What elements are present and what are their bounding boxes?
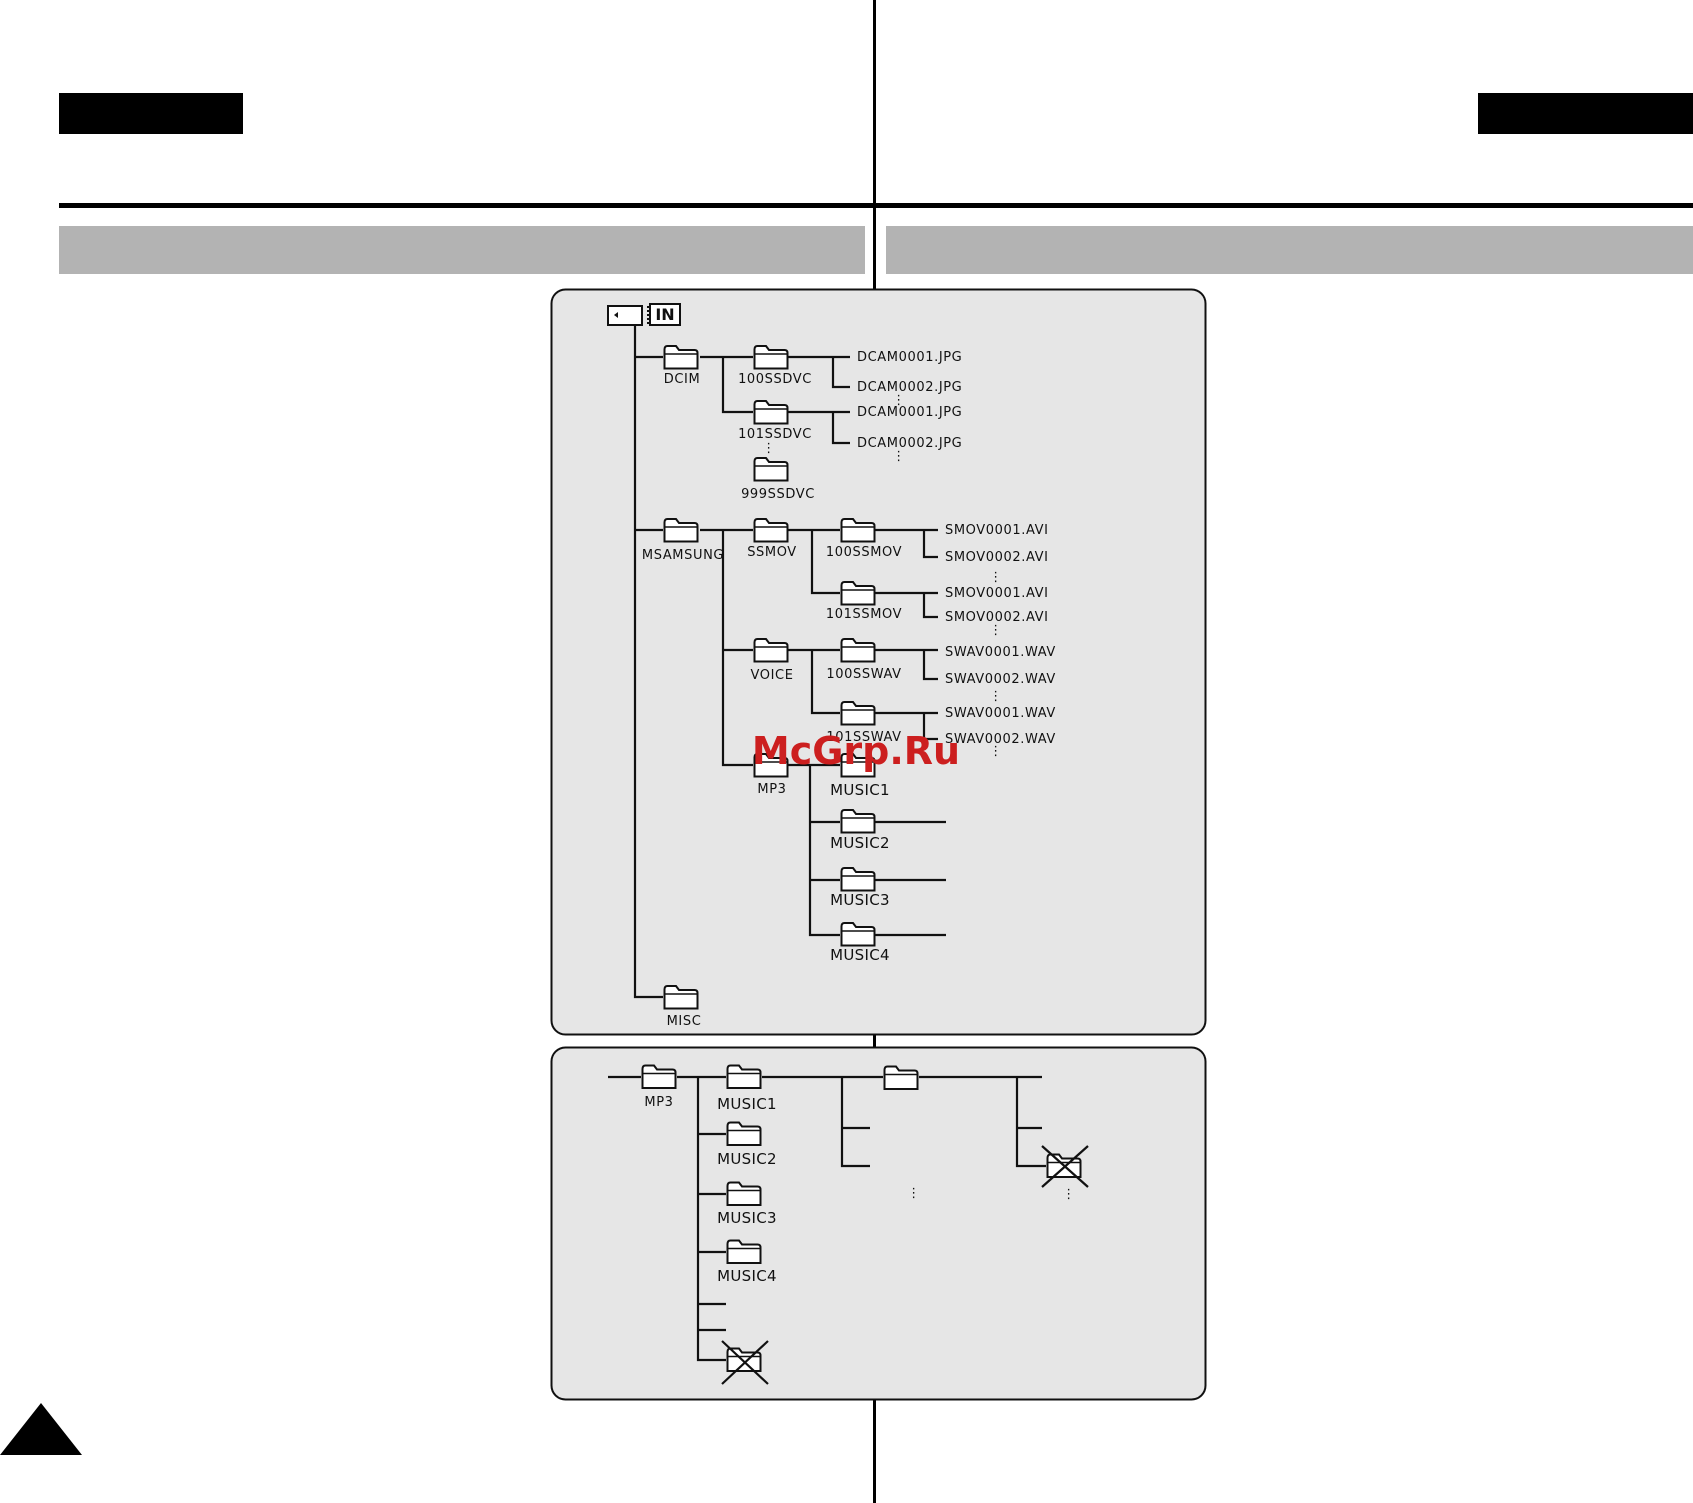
section-heading-band-right xyxy=(886,226,1693,274)
file-avi-a2: SMOV0002.AVI xyxy=(945,550,1049,565)
misc-label: MISC xyxy=(667,1014,702,1029)
file-jpg-b2: DCAM0002.JPG xyxy=(857,436,962,451)
tree-connectors-2 xyxy=(608,1075,1046,1362)
voice-folder-icon xyxy=(753,638,789,663)
voice-label: VOICE xyxy=(750,668,793,683)
file-ellipsis: ⋮ xyxy=(892,449,906,464)
page-corner-triangle-icon xyxy=(0,1403,82,1455)
section-heading-band-left xyxy=(59,226,865,274)
music3-folder-icon xyxy=(840,867,876,892)
folder-100ssdvc-icon xyxy=(753,345,789,370)
music4-folder-icon xyxy=(840,922,876,947)
folder-100ssmov-label: 100SSMOV xyxy=(826,545,902,560)
ssmov-label: SSMOV xyxy=(747,545,797,560)
folder-100sswav-icon xyxy=(840,638,876,663)
file-jpg-a1: DCAM0001.JPG xyxy=(857,350,962,365)
music3-label: MUSIC3 xyxy=(717,1209,777,1227)
file-avi-a1: SMOV0001.AVI xyxy=(945,523,1049,538)
header-rule xyxy=(59,203,1693,208)
folder-101ssmov-icon xyxy=(840,581,876,606)
memory-card-icon xyxy=(607,305,649,326)
file-ellipsis: ⋮ xyxy=(989,744,1003,759)
music2-label: MUSIC2 xyxy=(830,834,890,852)
folder-100ssmov-icon xyxy=(840,518,876,543)
misc-folder-icon xyxy=(663,985,699,1010)
file-ellipsis: ⋮ xyxy=(1062,1187,1076,1202)
folder-100ssdvc-label: 100SSDVC xyxy=(738,372,812,387)
music4-folder-icon xyxy=(726,1239,762,1265)
folder-100sswav-label: 100SSWAV xyxy=(826,667,901,682)
folder-tree-panel xyxy=(550,288,1207,1036)
language-tab-right xyxy=(1478,93,1693,134)
file-wav-a1: SWAV0001.WAV xyxy=(945,645,1056,660)
music1-label: MUSIC1 xyxy=(717,1095,777,1113)
file-wav-b1: SWAV0001.WAV xyxy=(945,706,1056,721)
msamsung-label: MSAMSUNG xyxy=(642,548,724,563)
tree-connectors xyxy=(633,325,946,999)
music1-label: MUSIC1 xyxy=(830,781,890,799)
folder-101ssmov-label: 101SSMOV xyxy=(826,607,902,622)
file-avi-b2: SMOV0002.AVI xyxy=(945,610,1049,625)
file-ellipsis: ⋮ xyxy=(989,689,1003,704)
file-ellipsis: ⋮ xyxy=(892,393,906,408)
internal-memory-badge xyxy=(649,303,681,326)
file-jpg-a2: DCAM0002.JPG xyxy=(857,380,962,395)
music1-folder-icon xyxy=(726,1064,762,1090)
sub-folder-icon xyxy=(883,1065,919,1091)
file-ellipsis: ⋮ xyxy=(989,623,1003,638)
watermark-text: McGrp.Ru xyxy=(752,729,960,773)
music3-label: MUSIC3 xyxy=(830,891,890,909)
dcim-label: DCIM xyxy=(664,372,701,387)
msamsung-folder-icon xyxy=(663,518,699,543)
music2-folder-icon xyxy=(840,809,876,834)
folder-101ssdvc-label: 101SSDVC xyxy=(738,427,812,442)
music4-label: MUSIC4 xyxy=(717,1267,777,1285)
mp3-label: MP3 xyxy=(644,1095,673,1110)
music2-label: MUSIC2 xyxy=(717,1150,777,1168)
file-ellipsis: ⋮ xyxy=(907,1186,921,1201)
folder-999ssdvc-icon xyxy=(753,457,789,482)
mp3-folder-icon xyxy=(641,1064,677,1090)
folder-999ssdvc-label: 999SSDVC xyxy=(741,487,815,502)
root-label: IN xyxy=(655,305,674,324)
file-ellipsis: ⋮ xyxy=(989,570,1003,585)
file-avi-b1: SMOV0001.AVI xyxy=(945,586,1049,601)
crossed-folder-icon xyxy=(1041,1145,1089,1188)
music2-folder-icon xyxy=(726,1121,762,1147)
dcim-folder-icon xyxy=(663,345,699,370)
crossed-folder-icon xyxy=(721,1340,769,1385)
file-wav-a2: SWAV0002.WAV xyxy=(945,672,1056,687)
folder-101sswav-icon xyxy=(840,701,876,726)
mp3-limits-panel xyxy=(550,1046,1207,1401)
ssmov-folder-icon xyxy=(753,518,789,543)
file-jpg-b1: DCAM0001.JPG xyxy=(857,405,962,420)
mp3-label: MP3 xyxy=(757,782,786,797)
folder-ellipsis: ⋮ xyxy=(762,441,776,456)
music4-label: MUSIC4 xyxy=(830,946,890,964)
music3-folder-icon xyxy=(726,1181,762,1207)
language-tab-left xyxy=(59,93,243,134)
folder-101ssdvc-icon xyxy=(753,400,789,425)
file-wav-b2: SWAV0002.WAV xyxy=(945,732,1056,747)
folder-101sswav-label: 101SSWAV xyxy=(826,730,901,745)
